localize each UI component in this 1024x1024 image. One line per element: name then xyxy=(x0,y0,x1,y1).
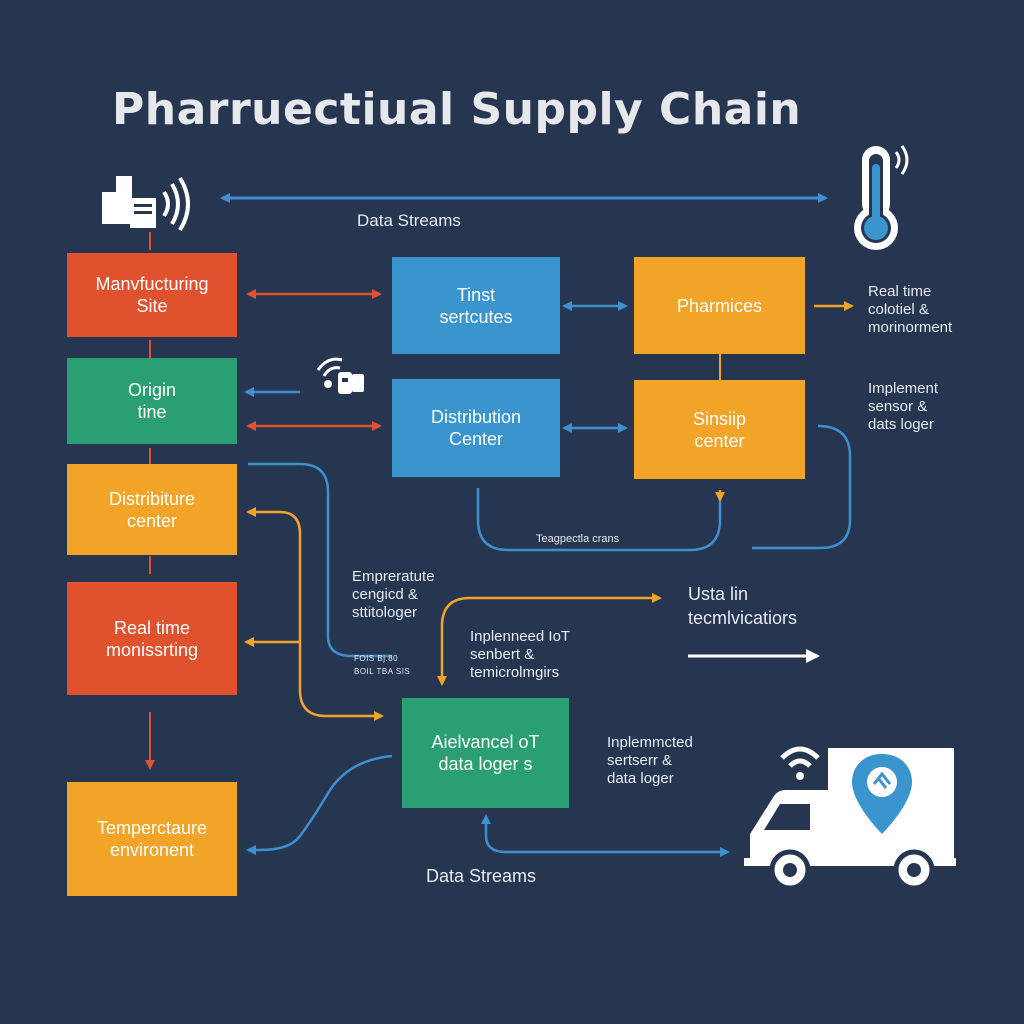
label-implemented-sensor-logger: Inplemmcted sertserr & data loger xyxy=(607,734,693,787)
label-data-streams-bottom: Data Streams xyxy=(426,866,537,886)
label-tiny-caption: FOIS Bj.80 BOIL TBA SIS xyxy=(354,654,411,676)
truck-location-icon xyxy=(744,746,956,890)
distribute-advanced-loop xyxy=(246,507,384,721)
label-real-time-control: Real time colotiel & morinorment xyxy=(868,283,953,336)
thermometer-wifi-icon xyxy=(854,145,909,250)
factory-wifi-icon xyxy=(102,176,190,232)
label-implement-sensor: Implement sensor & dats loger xyxy=(868,380,939,433)
node-distribution-center[interactable]: Distribution Center xyxy=(392,379,560,477)
label-implemented-iot: Inplenneed IoT senbert & temicrolmgirs xyxy=(470,628,571,681)
page-title: Pharruectiual Supply Chain xyxy=(112,84,802,135)
label-data-streams-top: Data Streams xyxy=(357,211,461,230)
distribute-caption-line xyxy=(248,462,392,658)
node-advanced-data-loggers[interactable]: Aielvancel oT data loger s xyxy=(402,698,569,808)
usta-advanced-arrow xyxy=(437,593,662,686)
sensor-wifi-icon xyxy=(316,357,364,394)
sinsiip-loop xyxy=(752,424,852,550)
node-distribute-center[interactable]: Distribiture center xyxy=(67,464,237,555)
node-tinst-sertutes[interactable]: Tinst sertcutes xyxy=(392,257,560,354)
data-streams-bottom-arrow xyxy=(481,814,730,857)
label-usta-technologies: Usta lin tecmlvicatiors xyxy=(688,584,798,628)
node-real-time-monitoring[interactable]: Real time monissrting xyxy=(67,582,237,695)
node-pharmacies[interactable]: Pharmices xyxy=(634,257,805,354)
node-temperature-environment[interactable]: Temperctaure environent xyxy=(67,782,237,896)
node-origin-time[interactable]: Origin tine xyxy=(67,358,237,444)
node-sinsiip-center[interactable]: Sinsiip center xyxy=(634,380,805,479)
label-temperature-streams: Teagpectla crans xyxy=(536,533,620,545)
label-temperature-sensor-logger: Empreratute cengicd & sttitologer xyxy=(352,568,435,621)
advanced-temperature-curve xyxy=(246,754,393,855)
node-manufacturing-site[interactable]: Manvfucturing Site xyxy=(67,253,237,337)
temperature-streams-loop xyxy=(476,488,722,552)
